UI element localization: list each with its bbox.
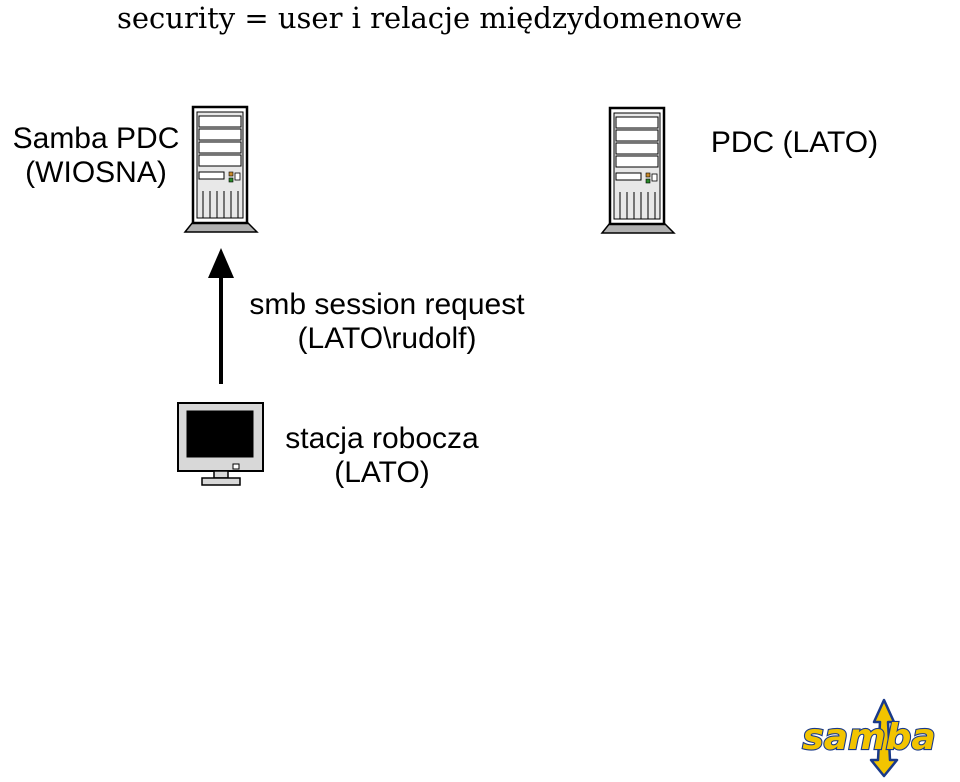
workstation-name: stacja robocza xyxy=(285,422,479,455)
session-request-arrow xyxy=(208,248,234,384)
workstation-domain: (LATO) xyxy=(334,456,430,489)
samba-logo: samba xyxy=(801,698,937,778)
samba-pdc-label: Samba PDC (WIOSNA) xyxy=(0,122,192,190)
logo-text: samba xyxy=(802,717,935,758)
samba-pdc-domain: (WIOSNA) xyxy=(25,156,167,189)
title-text: security = user i relacje międzydomenowe xyxy=(117,1,743,35)
workstation-label: stacja robocza (LATO) xyxy=(266,422,498,490)
pdc-lato-name: PDC (LATO) xyxy=(710,126,879,159)
session-request-label: smb session request (LATO\rudolf) xyxy=(225,288,549,356)
session-request-user: (LATO\rudolf) xyxy=(297,322,477,355)
pdc-lato-label: PDC (LATO) xyxy=(692,126,897,160)
samba-pdc-name: Samba PDC xyxy=(12,122,180,155)
workstation-monitor-icon xyxy=(177,402,264,486)
server-icon-samba-pdc xyxy=(183,105,259,234)
server-icon-pdc-lato xyxy=(600,106,676,235)
session-request-text: smb session request xyxy=(249,288,525,321)
